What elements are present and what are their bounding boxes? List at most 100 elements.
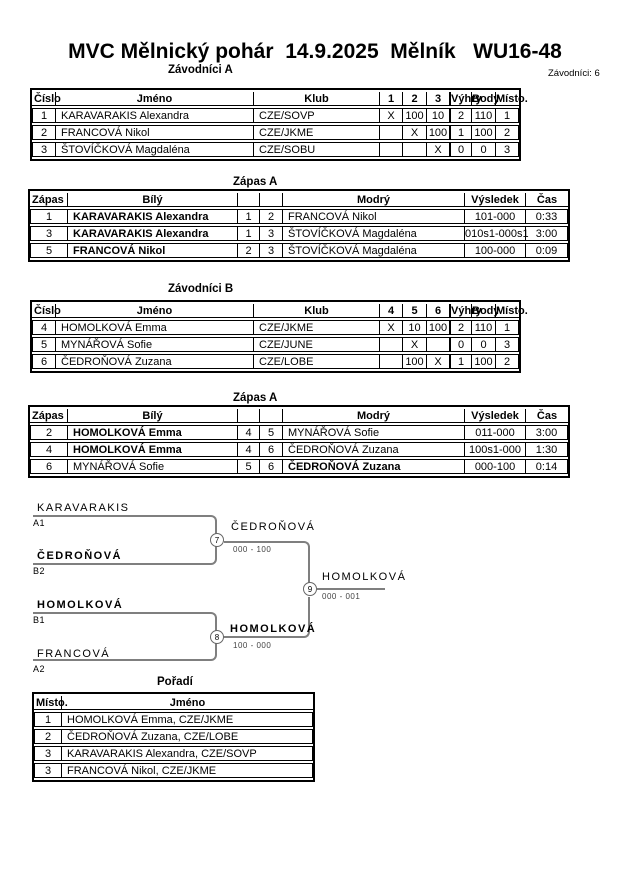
cell-jmeno: KARAVARAKIS Alexandra, CZE/SOVP [62,746,313,761]
bracket-connector [224,597,310,638]
col-header-cislo: Číslo [32,304,61,318]
cell-n1: 2 [238,243,260,258]
cell-m2 [403,142,427,157]
cell-body: 0 [472,337,496,352]
col-header-4: 4 [380,304,403,318]
cell-m3: 10 [427,108,449,123]
cell-modry: ŠTOVÍČKOVÁ Magdaléna [283,226,465,241]
col-header-n1 [238,409,260,423]
table-row: 2 FRANCOVÁ Nikol CZE/JKME X 100 1 100 2 [32,125,519,140]
table-row: 3 KARAVARAKIS Alexandra 1 3 ŠTOVÍČKOVÁ M… [30,226,568,241]
cell-body: 100 [472,125,496,140]
cell-cislo: 6 [32,354,56,369]
col-header-6: 6 [427,304,449,318]
col-header-3: 3 [427,92,449,106]
cell-n1: 1 [238,226,260,241]
cell-zapas: 1 [30,209,68,224]
bracket-entry-name: HOMOLKOVÁ [37,599,124,611]
cell-cas: 3:00 [526,226,568,241]
competitors-count: Závodníci: 6 [548,68,600,79]
cell-bily: HOMOLKOVÁ Emma [68,442,238,457]
col-header-vysledek: Výsledek [465,193,526,207]
bracket-connector [33,515,217,565]
cell-body: 0 [472,142,496,157]
cell-vysledek: 000-100 [465,459,526,474]
cell-bily: HOMOLKOVÁ Emma [68,425,238,440]
cell-m3: X [427,142,449,157]
col-header-n1 [238,193,260,207]
cell-m1 [380,354,403,369]
table-zapas-a1: Zápas Bílý Modrý Výsledek Čas 1 KARAVARA… [28,189,570,262]
cell-cas: 0:14 [526,459,568,474]
col-header-misto: Místo. [496,304,528,318]
col-header-misto: Místo. [34,696,68,710]
col-header-body: Body [472,304,500,318]
cell-zapas: 6 [30,459,68,474]
cell-misto: 1 [496,320,519,335]
cell-vysledek: 010s1-000s1 [465,226,529,241]
col-header-n2 [260,193,283,207]
col-header-jmeno: Jméno [56,304,254,318]
col-header-misto: Místo. [496,92,528,106]
table-zapas-a2: Zápas Bílý Modrý Výsledek Čas 2 HOMOLKOV… [28,405,570,478]
cell-misto: 3 [496,142,519,157]
table-row: 3 ŠTOVÍČKOVÁ Magdaléna CZE/SOBU X 0 0 3 [32,142,519,157]
table-header-row: Číslo Jméno Klub 1 2 3 Výhry Body Místo. [32,92,528,106]
col-header-klub: Klub [254,304,380,318]
table-row: 5 MYNÁŘOVÁ Sofie CZE/JUNE X 0 0 3 [32,337,519,352]
cell-jmeno: ČEDROŇOVÁ Zuzana, CZE/LOBE [62,729,313,744]
bracket-entry-seed: A2 [33,664,46,674]
cell-m3: 100 [427,125,449,140]
col-header-cislo: Číslo [32,92,61,106]
cell-cislo: 4 [32,320,56,335]
table-row: 6 MYNÁŘOVÁ Sofie 5 6 ČEDROŇOVÁ Zuzana 00… [30,459,568,474]
table-row: 6 ČEDROŇOVÁ Zuzana CZE/LOBE 100 X 1 100 … [32,354,519,369]
cell-modry: ŠTOVÍČKOVÁ Magdaléna [283,243,465,258]
cell-jmeno: KARAVARAKIS Alexandra [56,108,254,123]
cell-bily: MYNÁŘOVÁ Sofie [68,459,238,474]
bracket-match-node: 9 [303,582,317,596]
cell-cas: 0:33 [526,209,568,224]
cell-klub: CZE/SOVP [254,108,380,123]
cell-bily: KARAVARAKIS Alexandra [68,209,238,224]
section-title-zapas-a1: Zápas A [233,176,278,188]
col-header-modry: Modrý [283,409,465,423]
bracket-winner-name: ČEDROŇOVÁ [231,521,316,533]
col-header-vyhry: Výhry [449,92,482,106]
cell-misto: 2 [496,354,519,369]
bracket-connector [224,541,310,583]
cell-vysledek: 011-000 [465,425,526,440]
table-header-row: Zápas Bílý Modrý Výsledek Čas [30,409,568,423]
cell-m2: 10 [403,320,427,335]
cell-jmeno: MYNÁŘOVÁ Sofie [56,337,254,352]
table-row: 3 FRANCOVÁ Nikol, CZE/JKME [34,763,313,778]
cell-m2: 100 [403,354,427,369]
cell-m2: 100 [403,108,427,123]
bracket-winner-name: HOMOLKOVÁ [322,571,407,583]
cell-klub: CZE/LOBE [254,354,380,369]
cell-misto: 3 [34,746,62,761]
bracket-match-score: 100 - 000 [233,641,272,650]
cell-modry: ČEDROŇOVÁ Zuzana [283,442,465,457]
cell-misto: 3 [34,763,62,778]
cell-misto: 2 [496,125,519,140]
cell-zapas: 4 [30,442,68,457]
table-row: 2 ČEDROŇOVÁ Zuzana, CZE/LOBE [34,729,313,744]
cell-m1: X [380,320,403,335]
col-header-5: 5 [403,304,427,318]
col-header-vyhry: Výhry [449,304,482,318]
table-row: 1 HOMOLKOVÁ Emma, CZE/JKME [34,712,313,727]
cell-cislo: 1 [32,108,56,123]
bracket-match-node: 7 [210,533,224,547]
table-row: 4 HOMOLKOVÁ Emma 4 6 ČEDROŇOVÁ Zuzana 10… [30,442,568,457]
col-header-bily: Bílý [68,193,238,207]
cell-m3: 100 [427,320,449,335]
cell-n1: 4 [238,442,260,457]
cell-misto: 2 [34,729,62,744]
cell-jmeno: HOMOLKOVÁ Emma, CZE/JKME [62,712,313,727]
cell-cas: 3:00 [526,425,568,440]
col-header-n2 [260,409,283,423]
cell-cislo: 3 [32,142,56,157]
table-row: 1 KARAVARAKIS Alexandra 1 2 FRANCOVÁ Nik… [30,209,568,224]
